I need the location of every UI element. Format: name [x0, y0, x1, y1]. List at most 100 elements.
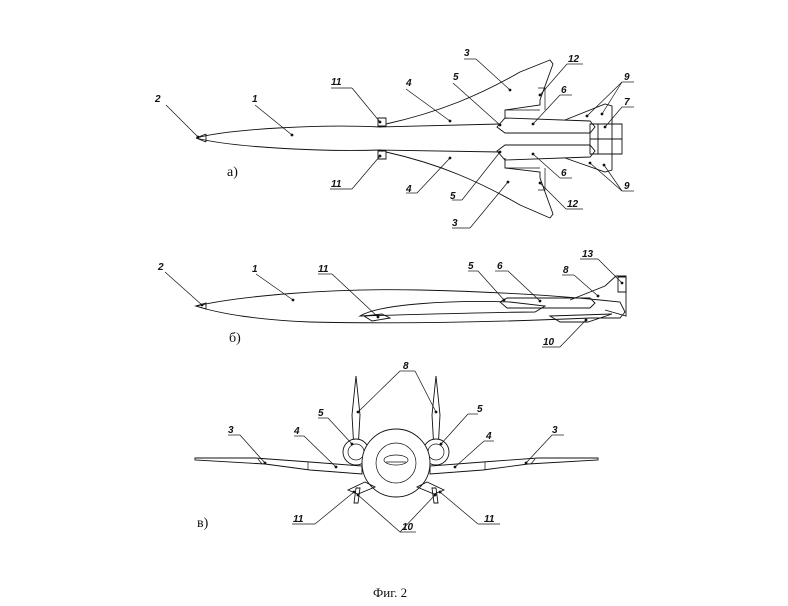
svg-text:9: 9 — [624, 72, 630, 83]
svg-text:3: 3 — [228, 425, 234, 436]
front-callout-4r: 4 — [453, 431, 494, 469]
front-ventral-left — [353, 487, 361, 504]
svg-text:2: 2 — [154, 94, 161, 105]
top-callout-6l: 6 — [531, 152, 572, 179]
svg-text:3: 3 — [452, 218, 458, 229]
top-intake-lower — [377, 150, 387, 160]
front-intake-right — [415, 481, 446, 495]
top-callout-9l: 9 — [588, 161, 634, 192]
side-callout-13: 13 — [580, 249, 624, 285]
front-view: 8 5 5 3 4 4 3 11 — [194, 361, 599, 533]
svg-text:8: 8 — [563, 265, 569, 276]
top-nacelle-upper — [496, 117, 596, 134]
side-ventral-fin — [548, 313, 613, 323]
svg-text:8: 8 — [403, 361, 409, 372]
view-label-v: в) — [197, 516, 209, 531]
side-callout-10: 10 — [542, 318, 588, 348]
svg-text:5: 5 — [468, 261, 474, 272]
top-callout-4u: 4 — [405, 78, 452, 123]
front-callout-10: 10 — [356, 493, 437, 533]
top-callout-3l: 3 — [452, 180, 510, 229]
front-callout-3r: 3 — [524, 425, 564, 465]
top-callout-11l: 11 — [330, 154, 382, 190]
side-callout-2: 2 — [157, 262, 204, 307]
top-callout-9u: 9 — [585, 72, 634, 118]
top-callout-12l: 12 — [538, 181, 583, 210]
svg-text:1: 1 — [252, 94, 258, 105]
svg-text:3: 3 — [552, 425, 558, 436]
side-callout-6: 6 — [495, 261, 542, 303]
side-tail-box — [617, 276, 627, 293]
svg-text:7: 7 — [624, 97, 630, 108]
side-view: 2 1 11 5 6 13 8 10 б) — [157, 249, 627, 348]
svg-text:6: 6 — [561, 168, 567, 179]
svg-text:5: 5 — [318, 408, 324, 419]
svg-text:13: 13 — [582, 249, 594, 260]
svg-text:4: 4 — [485, 431, 492, 442]
side-nacelle — [499, 297, 596, 309]
svg-text:1: 1 — [252, 264, 258, 275]
top-view: 2 1 11 4 3 5 12 6 — [154, 48, 634, 229]
top-callout-12u: 12 — [538, 54, 583, 97]
figure-caption: Фиг. 2 — [373, 585, 407, 600]
top-wing-upper-chord — [505, 87, 546, 111]
front-callout-3l: 3 — [228, 425, 267, 465]
front-wing-right — [429, 457, 599, 475]
top-wing-lower — [385, 151, 554, 219]
side-callout-11: 11 — [318, 264, 380, 319]
top-callout-1: 1 — [252, 94, 294, 137]
front-callout-5l: 5 — [318, 408, 354, 446]
top-callout-4l: 4 — [405, 156, 452, 195]
top-wing-upper — [385, 59, 554, 125]
svg-text:4: 4 — [293, 426, 300, 437]
side-fuselage — [194, 289, 626, 324]
top-callout-3u: 3 — [464, 48, 512, 92]
top-callout-2: 2 — [154, 94, 200, 139]
svg-text:4: 4 — [405, 184, 412, 195]
top-callout-5l: 5 — [450, 150, 502, 202]
svg-text:10: 10 — [402, 522, 414, 533]
svg-text:5: 5 — [450, 191, 456, 202]
top-callout-5u: 5 — [452, 72, 502, 127]
svg-text:5: 5 — [453, 72, 459, 83]
top-wing-lower-chord — [505, 167, 546, 191]
svg-text:2: 2 — [157, 262, 164, 273]
view-label-b: б) — [229, 331, 241, 346]
svg-text:4: 4 — [405, 78, 412, 89]
svg-text:12: 12 — [568, 54, 580, 65]
front-callout-4l: 4 — [293, 426, 338, 469]
svg-text:3: 3 — [464, 48, 470, 59]
top-callout-6u: 6 — [531, 85, 572, 126]
top-callout-11u: 11 — [331, 77, 382, 124]
top-fin-upper — [564, 103, 613, 124]
view-label-a: а) — [227, 165, 238, 180]
front-canopy — [383, 454, 409, 466]
front-ventral-right — [431, 487, 439, 504]
front-wing-right-tip — [530, 458, 536, 465]
svg-text:10: 10 — [543, 337, 555, 348]
front-wing-left-tip — [257, 458, 263, 465]
front-wing-left — [194, 457, 363, 475]
svg-text:11: 11 — [331, 179, 342, 190]
svg-text:9: 9 — [624, 181, 630, 192]
top-tail-box — [589, 123, 623, 155]
svg-text:12: 12 — [567, 199, 579, 210]
side-callout-5: 5 — [468, 261, 506, 302]
front-callout-11l: 11 — [292, 490, 356, 525]
side-tail-fin — [569, 275, 627, 317]
svg-text:6: 6 — [561, 85, 567, 96]
front-fuselage-inner — [375, 442, 417, 484]
front-fuselage — [361, 428, 431, 498]
svg-text:6: 6 — [497, 261, 503, 272]
top-fuselage — [195, 123, 501, 153]
front-callout-8: 8 — [356, 361, 438, 414]
svg-text:5: 5 — [477, 404, 483, 415]
side-wing — [358, 301, 547, 317]
front-callout-11r: 11 — [438, 490, 500, 525]
svg-text:11: 11 — [331, 77, 342, 88]
svg-text:11: 11 — [484, 514, 495, 525]
svg-text:11: 11 — [318, 264, 329, 275]
svg-text:11: 11 — [293, 514, 304, 525]
top-intake-upper — [377, 117, 387, 127]
